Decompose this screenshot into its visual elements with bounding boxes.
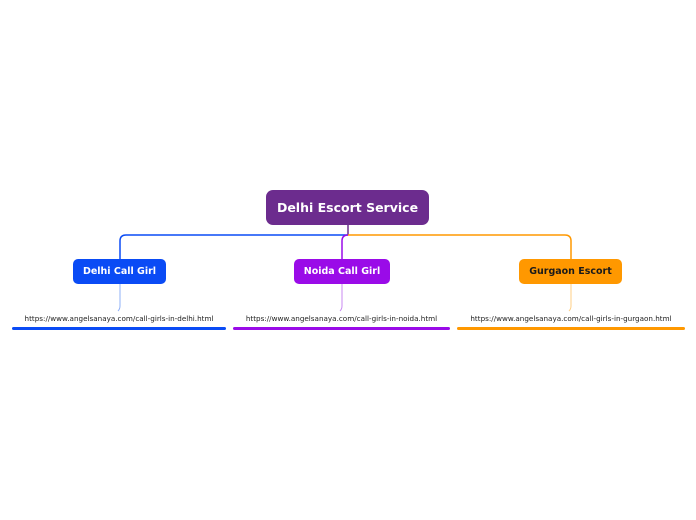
link-gurgaon[interactable]: https://www.angelsanaya.com/call-girls-i… — [470, 314, 672, 323]
link-delhi[interactable]: https://www.angelsanaya.com/call-girls-i… — [24, 314, 214, 323]
connector-delhi-to-link — [117, 284, 121, 312]
topic-gurgaon-label: Gurgaon Escort — [529, 266, 612, 277]
topic-delhi-call-girl[interactable]: Delhi Call Girl — [73, 259, 166, 284]
topic-delhi-label: Delhi Call Girl — [82, 266, 157, 277]
link-noida[interactable]: https://www.angelsanaya.com/call-girls-i… — [245, 314, 438, 323]
link-delhi-underline — [12, 327, 226, 330]
central-topic-label: Delhi Escort Service — [276, 200, 419, 215]
topic-noida-label: Noida Call Girl — [303, 266, 381, 277]
topic-noida-call-girl[interactable]: Noida Call Girl — [294, 259, 390, 284]
connector-to-gurgaon — [348, 234, 572, 259]
connector-gurgaon-to-link — [568, 284, 572, 312]
link-noida-underline — [233, 327, 450, 330]
connector-noida-to-link — [339, 284, 343, 312]
central-topic[interactable]: Delhi Escort Service — [266, 190, 429, 225]
connector-to-noida — [341, 234, 349, 259]
connector-to-delhi — [119, 234, 348, 259]
topic-gurgaon-escort[interactable]: Gurgaon Escort — [519, 259, 622, 284]
link-gurgaon-underline — [457, 327, 685, 330]
